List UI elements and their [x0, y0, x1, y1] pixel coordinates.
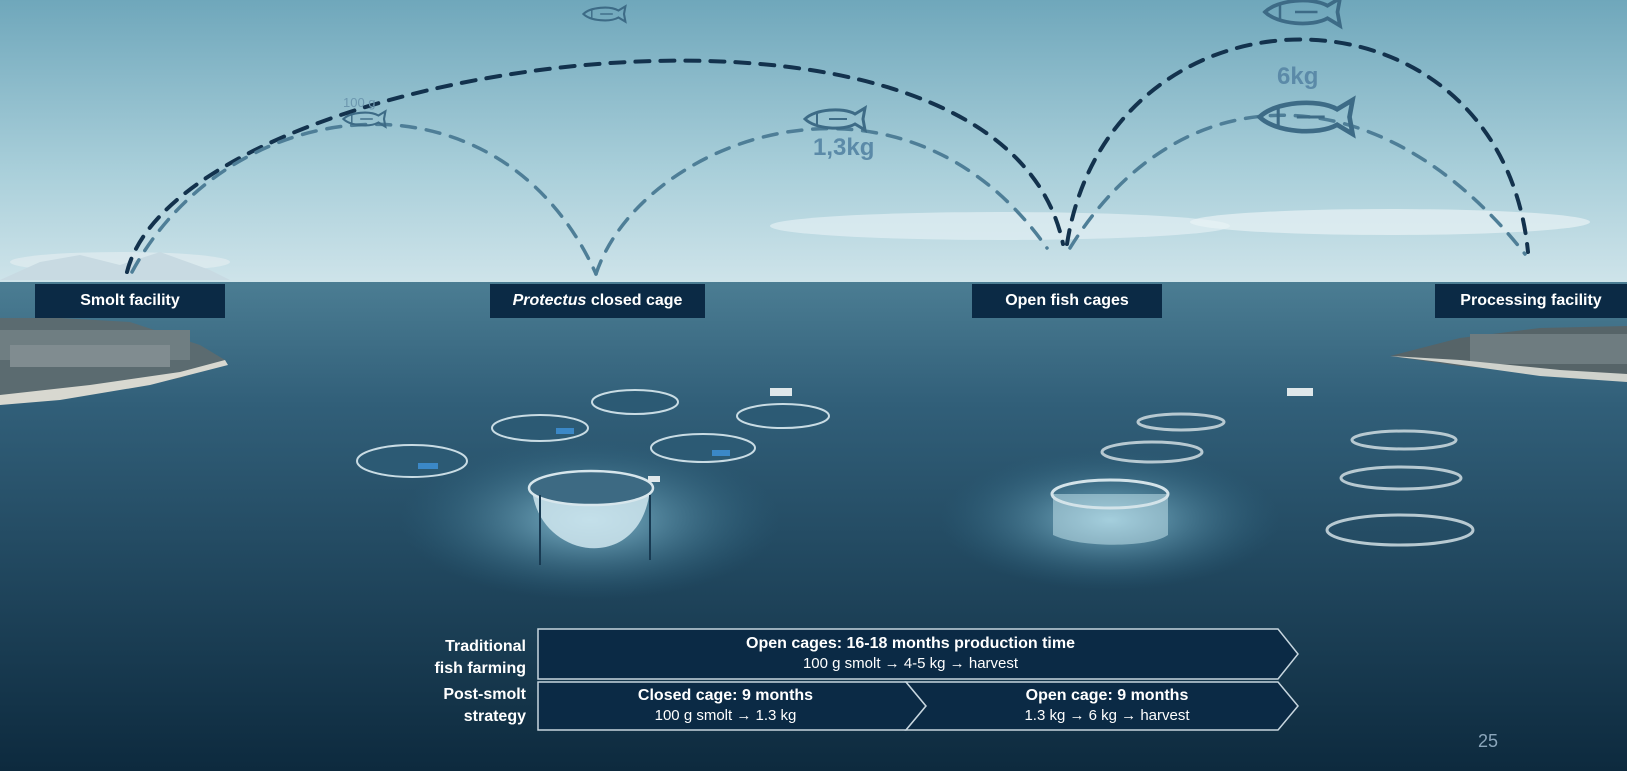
label-open-fish-cages-text: Open fish cages [1005, 292, 1129, 309]
chevron-open-cage: Open cage: 9 months 1.3 kg → 6 kg → harv… [926, 686, 1288, 726]
chevron-traditional: Open cages: 16-18 months production time… [538, 634, 1283, 674]
label-protectus-closed-cage: Protectus closed cage [490, 284, 705, 318]
weight-label-1-3kg: 1,3kg [813, 134, 875, 161]
weight-label-6kg: 6kg [1277, 63, 1319, 90]
label-open-fish-cages: Open fish cages [972, 284, 1162, 318]
weight-label-100g: 100 g [343, 95, 376, 110]
chevron-closed-cage-title: Closed cage: 9 months [637, 687, 814, 704]
label-processing-facility: Processing facility [1435, 284, 1627, 318]
label-processing-facility-text: Processing facility [1460, 292, 1602, 309]
chevron-closed-cage-sub: 100 g smolt → 1.3 kg [654, 707, 797, 724]
label-smolt-facility: Smolt facility [35, 284, 225, 318]
label-smolt-facility-text: Smolt facility [80, 292, 180, 309]
chevron-traditional-sub: 100 g smolt → 4-5 kg → harvest [802, 655, 1019, 672]
label-protectus-italic: Protectus [512, 292, 587, 309]
chevron-closed-cage: Closed cage: 9 months 100 g smolt → 1.3 … [538, 686, 913, 726]
chevron-traditional-title: Open cages: 16-18 months production time [746, 635, 1075, 652]
chevron-open-cage-sub: 1.3 kg → 6 kg → harvest [1024, 707, 1190, 724]
chevron-open-cage-title: Open cage: 9 months [1025, 687, 1189, 704]
label-protectus-rest: closed cage [586, 292, 683, 309]
page-number: 25 [1478, 731, 1499, 751]
